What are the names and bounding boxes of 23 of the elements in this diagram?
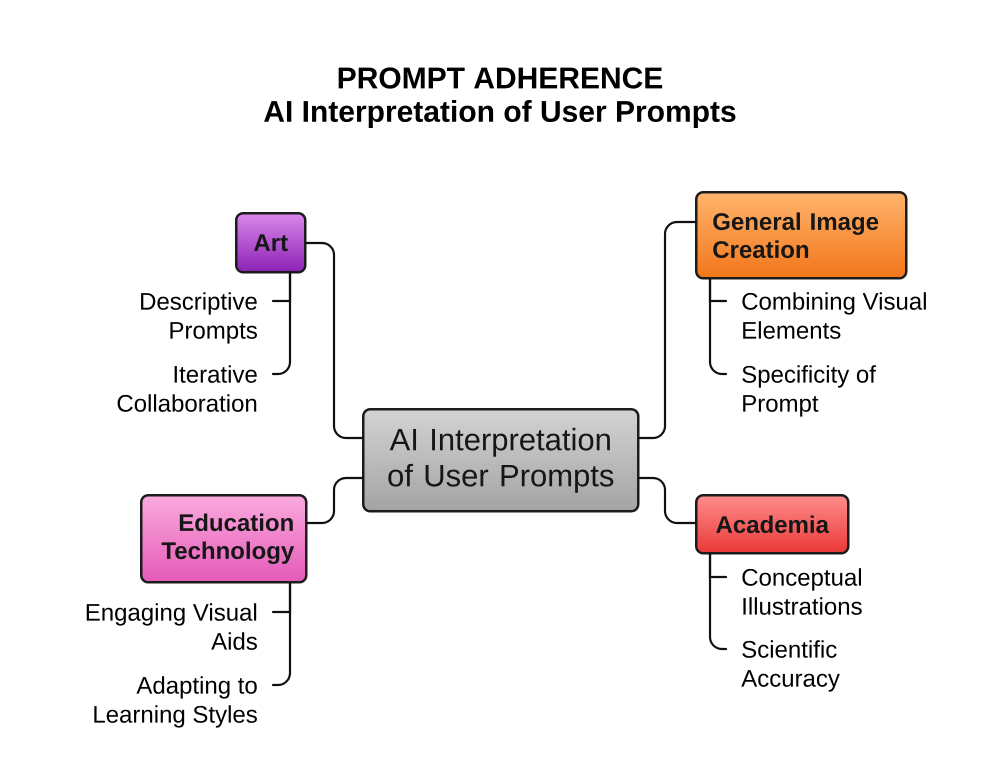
branch-box: Art bbox=[235, 212, 306, 274]
subtopic-text: Specificity of Prompt bbox=[742, 365, 876, 417]
subtopic-text: Scientific Accuracy bbox=[741, 640, 840, 692]
connector-line bbox=[305, 242, 364, 440]
branch-box: Education Technology bbox=[140, 494, 308, 584]
subtopic-text: Conceptual Illustrations bbox=[742, 568, 862, 615]
title: PROMPT ADHERENCE bbox=[338, 67, 662, 89]
topic-box: AI Interpretation of User Prompts bbox=[362, 408, 640, 512]
connector-line bbox=[272, 272, 292, 376]
connector-line bbox=[638, 220, 696, 440]
branch-box: Academia bbox=[695, 494, 850, 554]
subtopic-text: Descriptive Prompts bbox=[141, 292, 257, 344]
subtitle: AI Interpretation of User Prompts bbox=[264, 100, 736, 128]
connector-line bbox=[708, 278, 728, 376]
connector-line bbox=[272, 582, 292, 686]
subtopic-text: Combining Visual Elements bbox=[742, 292, 926, 339]
branch-box: General Image Creation bbox=[695, 191, 908, 280]
subtopic-text: Adapting to Learning Styles bbox=[94, 676, 257, 728]
connector-line bbox=[638, 476, 696, 524]
connector-line bbox=[708, 553, 728, 650]
subtopic-text: Engaging Visual Aids bbox=[86, 603, 257, 650]
connector-line bbox=[306, 476, 364, 524]
subtopic-text: Iterative Collaboration bbox=[118, 365, 257, 412]
